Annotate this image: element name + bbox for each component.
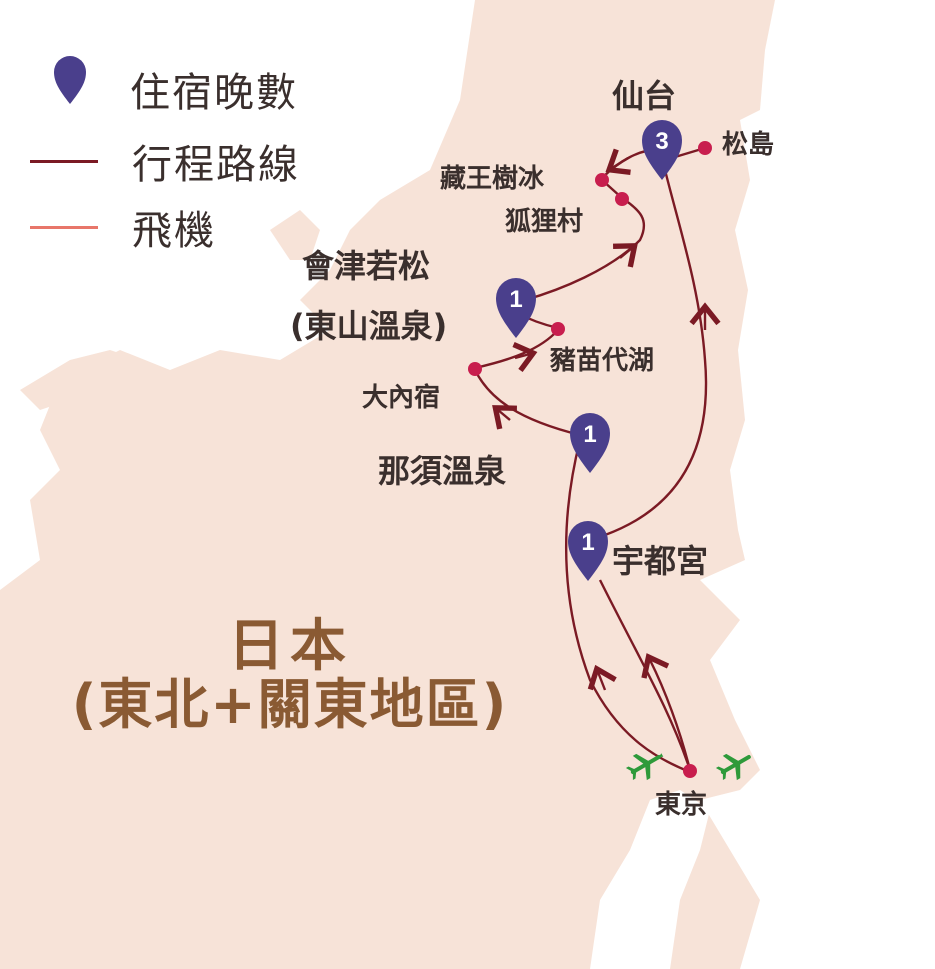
label-inawashiro: 豬苗代湖	[550, 346, 655, 376]
route-utsunomiya-sendai	[604, 169, 708, 537]
legend-flight-label: 飛機	[132, 208, 216, 254]
label-nasu: 那須溫泉	[378, 452, 507, 490]
honshu-landmass	[0, 0, 775, 969]
label-fox-village: 狐狸村	[505, 207, 584, 237]
plane-icon	[715, 753, 751, 781]
peninsula	[20, 350, 140, 410]
pin-aizu-count: 1	[509, 286, 522, 313]
city-dots	[468, 141, 712, 778]
sado-island	[270, 210, 320, 260]
label-ouchijuku: 大內宿	[362, 383, 441, 413]
region-title: 日本 (東北+關東地區)	[40, 614, 540, 736]
legend-route-label: 行程路線	[132, 142, 300, 188]
dot-zao	[595, 173, 609, 187]
label-tokyo: 東京	[655, 790, 708, 820]
label-matsushima: 松島	[722, 130, 775, 160]
dot-inawashiro	[551, 322, 565, 336]
region-title-line1: 日本	[228, 614, 352, 679]
tokyo-bay	[590, 790, 710, 969]
legend-nights: 住宿晚數	[100, 60, 298, 118]
legend-nights-label: 住宿晚數	[130, 70, 298, 116]
legend-pin-icon	[54, 56, 86, 104]
label-utsunomiya: 宇都宮	[612, 542, 709, 580]
legend-flight: 飛機	[30, 198, 216, 256]
route-nasu-tokyo	[564, 439, 691, 774]
dot-tokyo	[683, 764, 697, 778]
pin-sendai: 3	[642, 120, 682, 180]
legend-route: 行程路線	[30, 132, 300, 190]
pin-nasu-count: 1	[583, 421, 596, 448]
pin-utsunomiya: 1	[568, 521, 608, 581]
label-sendai: 仙台	[612, 77, 677, 115]
label-zao: 藏王樹冰	[440, 164, 545, 194]
legend-route-line	[30, 159, 98, 163]
pin-nasu: 1	[570, 413, 610, 473]
pin-aizu: 1	[496, 278, 536, 338]
route-tokyo-utsunomiya	[598, 579, 692, 771]
dot-fox-village	[615, 192, 629, 206]
dot-ouchijuku	[468, 362, 482, 376]
label-aizu-line2: (東山溫泉)	[290, 307, 448, 345]
region-title-line2: (東北+關東地區)	[71, 672, 509, 736]
dot-matsushima	[698, 141, 712, 155]
pin-sendai-count: 3	[655, 128, 668, 155]
plane-icon	[625, 753, 664, 781]
pin-utsunomiya-count: 1	[581, 529, 594, 556]
legend-flight-line	[30, 225, 98, 229]
label-aizu-line1: 會津若松	[302, 247, 431, 285]
